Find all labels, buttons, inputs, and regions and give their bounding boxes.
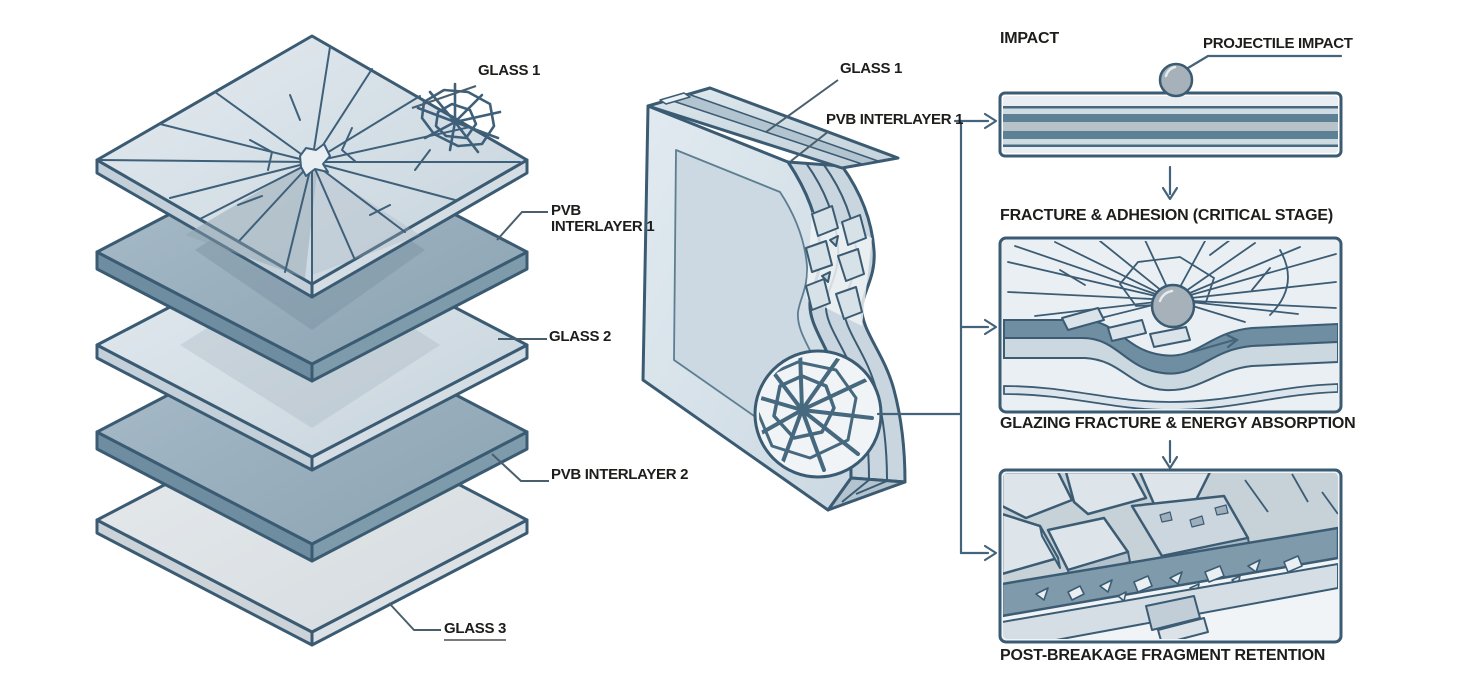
- exploded-stack-illustration: [95, 34, 549, 647]
- stage1-layer-stripes: [1003, 96, 1338, 153]
- label-glass1-left: GLASS 1: [478, 62, 541, 79]
- lower-glass-wave: [1003, 383, 1338, 409]
- label-pvb1-left-line2: INTERLAYER 1: [551, 218, 655, 235]
- stage2-fracture-panel: [998, 236, 1343, 414]
- projectile-leader: [1186, 54, 1343, 70]
- label-pvb1-middle: PVB INTERLAYER 1: [826, 111, 964, 128]
- stage2-radial-cracks: [1007, 241, 1337, 323]
- stage2-title: FRACTURE & ADHESION (CRITICAL STAGE): [1000, 207, 1333, 224]
- stage2-caption: GLAZING FRACTURE & ENERGY ABSORPTION: [1000, 415, 1356, 432]
- middle-leader-lines: [765, 79, 839, 162]
- stage1-impact-panel: [998, 62, 1343, 158]
- label-glass3-left: GLASS 3: [444, 621, 506, 641]
- section-fracture-fragments: [805, 205, 872, 326]
- projectile-ball-1: [1158, 62, 1194, 98]
- down-arrow-2: [1161, 439, 1179, 470]
- magnifier-crack-web: [759, 355, 874, 472]
- cross-section-pane-illustration: [641, 79, 907, 512]
- flow-connectors: [876, 54, 1343, 562]
- corner-web-crack: [416, 82, 502, 154]
- debris-particles: [1035, 555, 1303, 602]
- deflected-glass-band: [1003, 337, 1338, 392]
- label-pvb1-left: PVB INTERLAYER 1: [551, 202, 655, 235]
- down-arrow-1: [1161, 165, 1179, 201]
- label-glass2-left: GLASS 2: [549, 328, 612, 345]
- stage2-shards: [1061, 307, 1191, 348]
- stage3-caption: POST-BREAKAGE FRAGMENT RETENTION: [1000, 647, 1326, 664]
- label-pvb2-left: PVB INTERLAYER 2: [551, 466, 689, 483]
- projectile-impact-callout: PROJECTILE IMPACT: [1203, 35, 1353, 52]
- glass1-sheet-cracked: [95, 34, 529, 299]
- stage3-retention-panel: [998, 468, 1343, 644]
- hanging-fragments: [1145, 595, 1209, 639]
- label-pvb1-left-line1: PVB: [551, 202, 581, 219]
- cracked-plates: [1003, 473, 1212, 581]
- energy-flow-arrow: [1190, 333, 1240, 354]
- impact-hole: [299, 143, 331, 177]
- stage1-title: IMPACT: [1000, 30, 1059, 47]
- interlayer-band: [1003, 526, 1338, 618]
- label-glass1-middle: GLASS 1: [840, 60, 903, 77]
- radial-crack-pattern: [99, 46, 521, 283]
- left-leader-lines: [388, 85, 549, 631]
